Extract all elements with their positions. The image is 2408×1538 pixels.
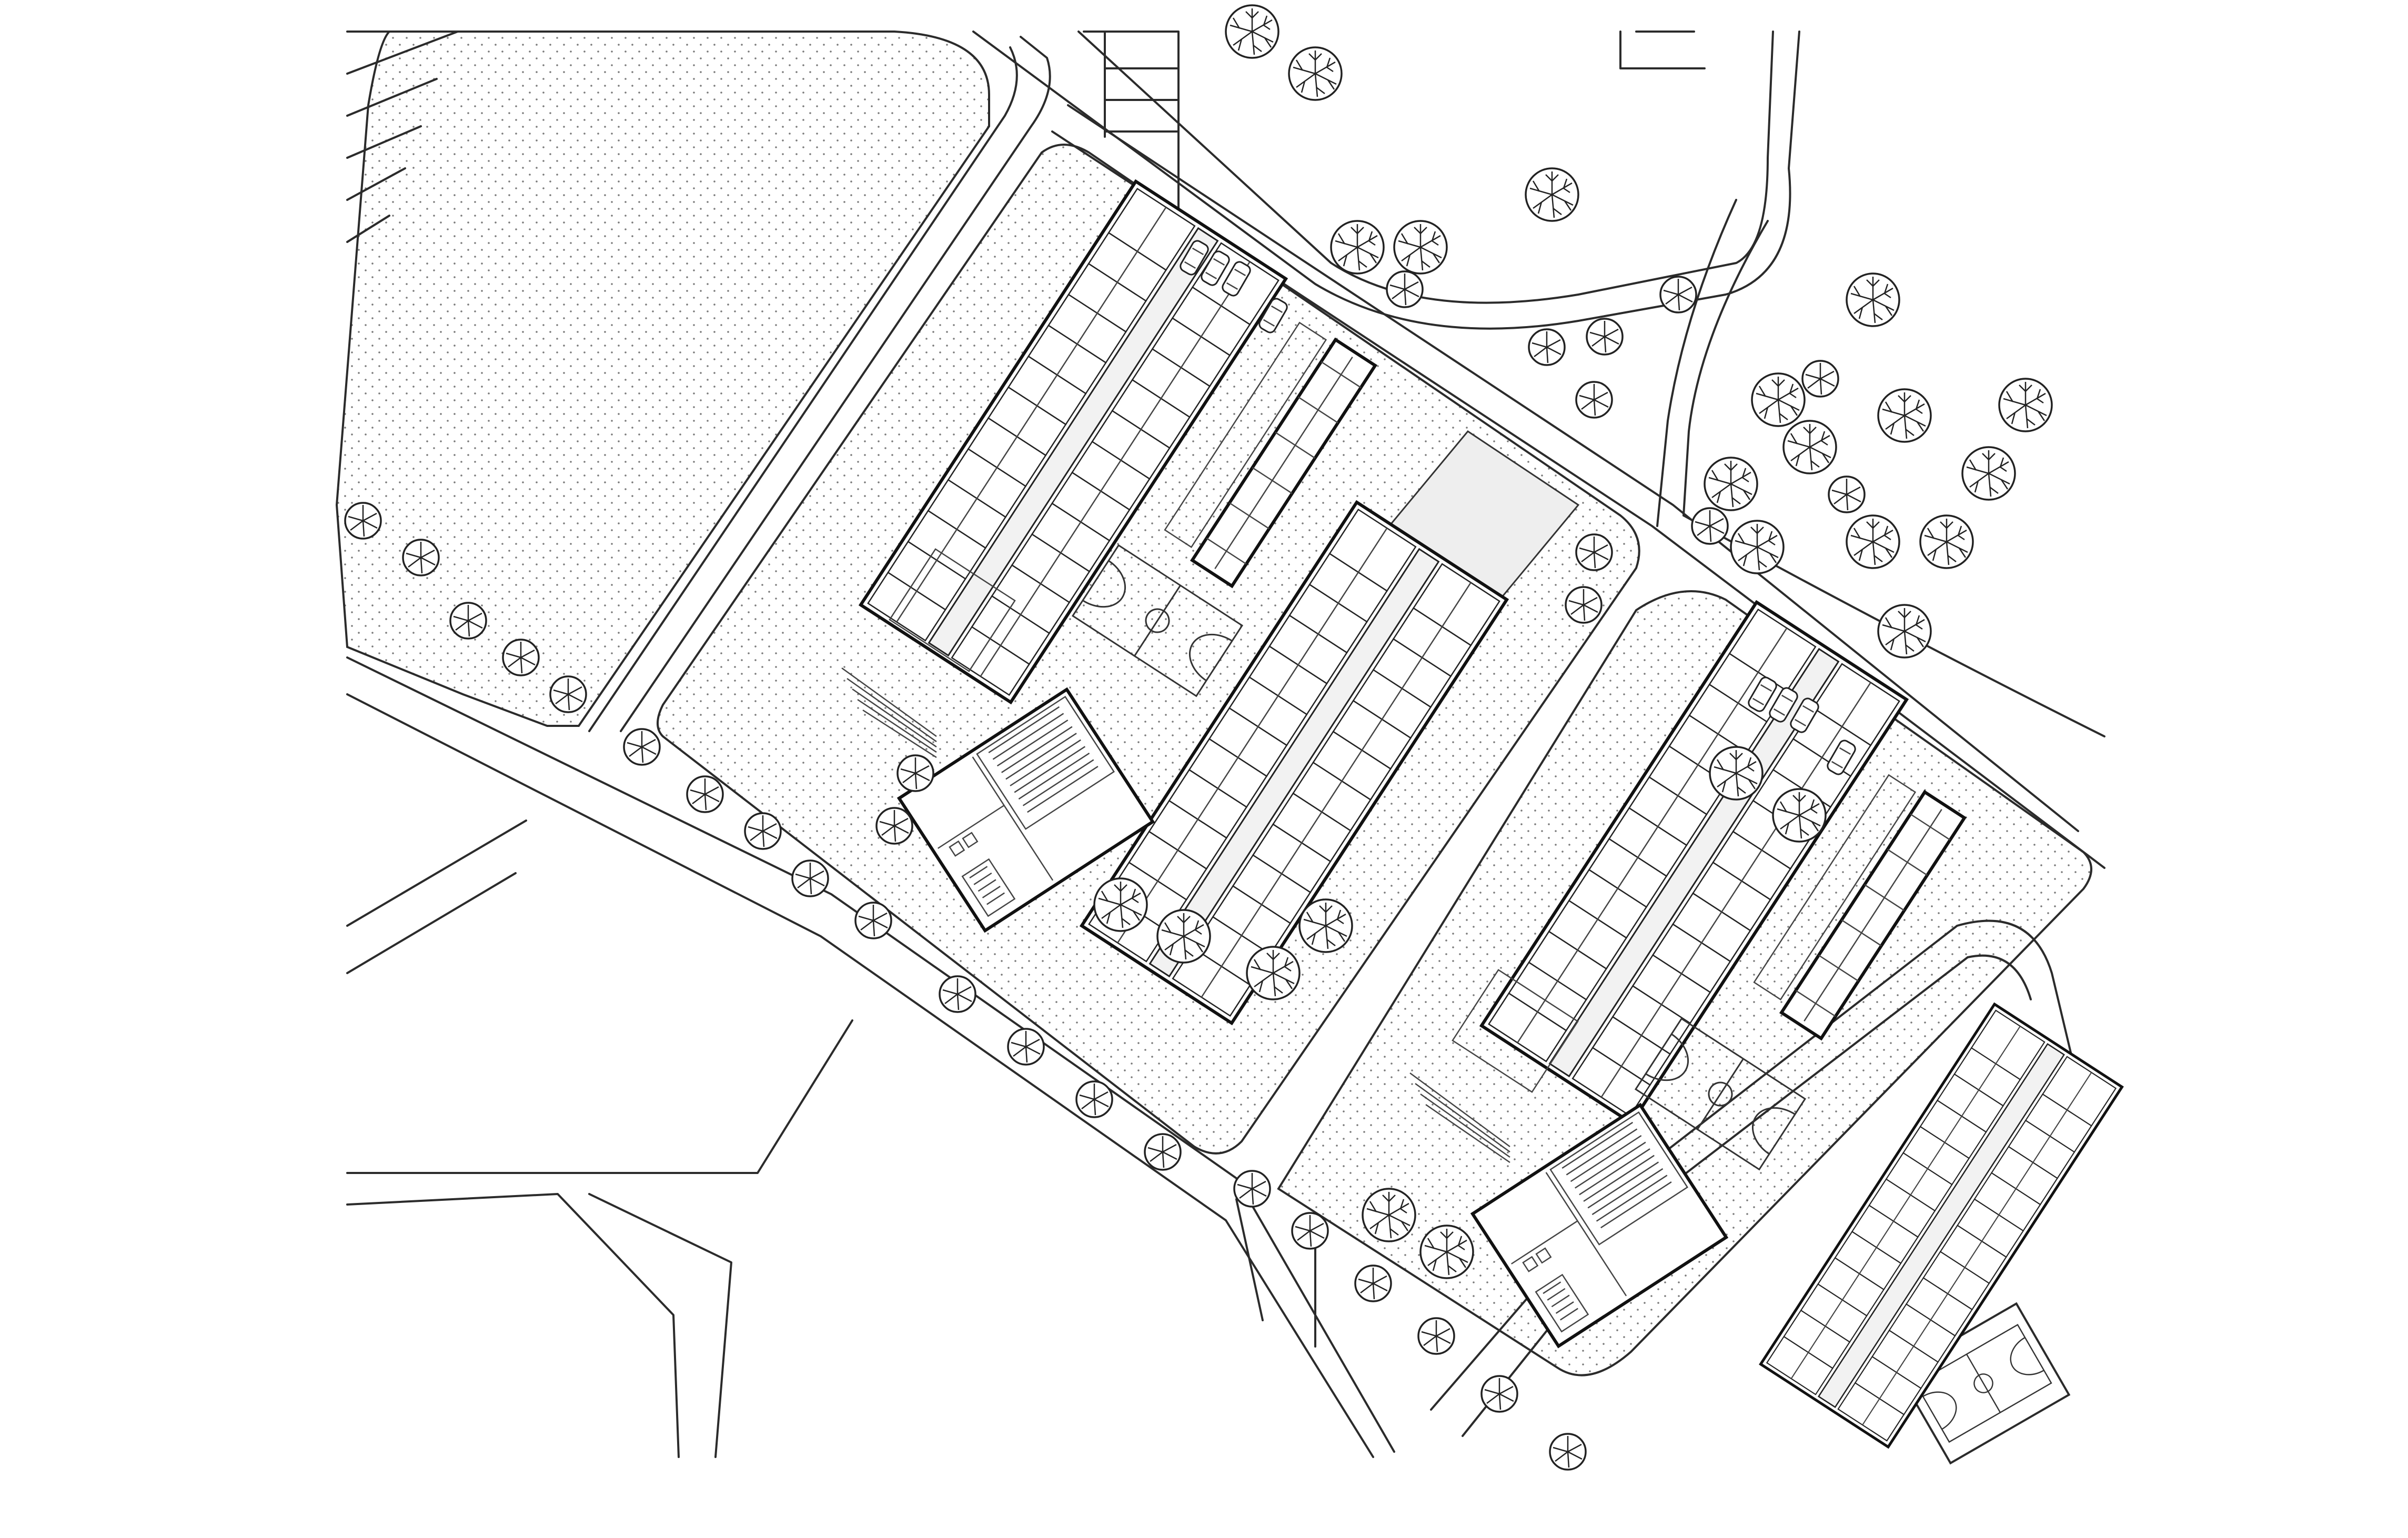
field-northwest [335, 31, 990, 727]
stairs-west [841, 548, 1016, 758]
roads [346, 31, 2105, 1458]
trees-northeast-grove [1691, 272, 2053, 659]
stairs-east [1409, 969, 1579, 1163]
